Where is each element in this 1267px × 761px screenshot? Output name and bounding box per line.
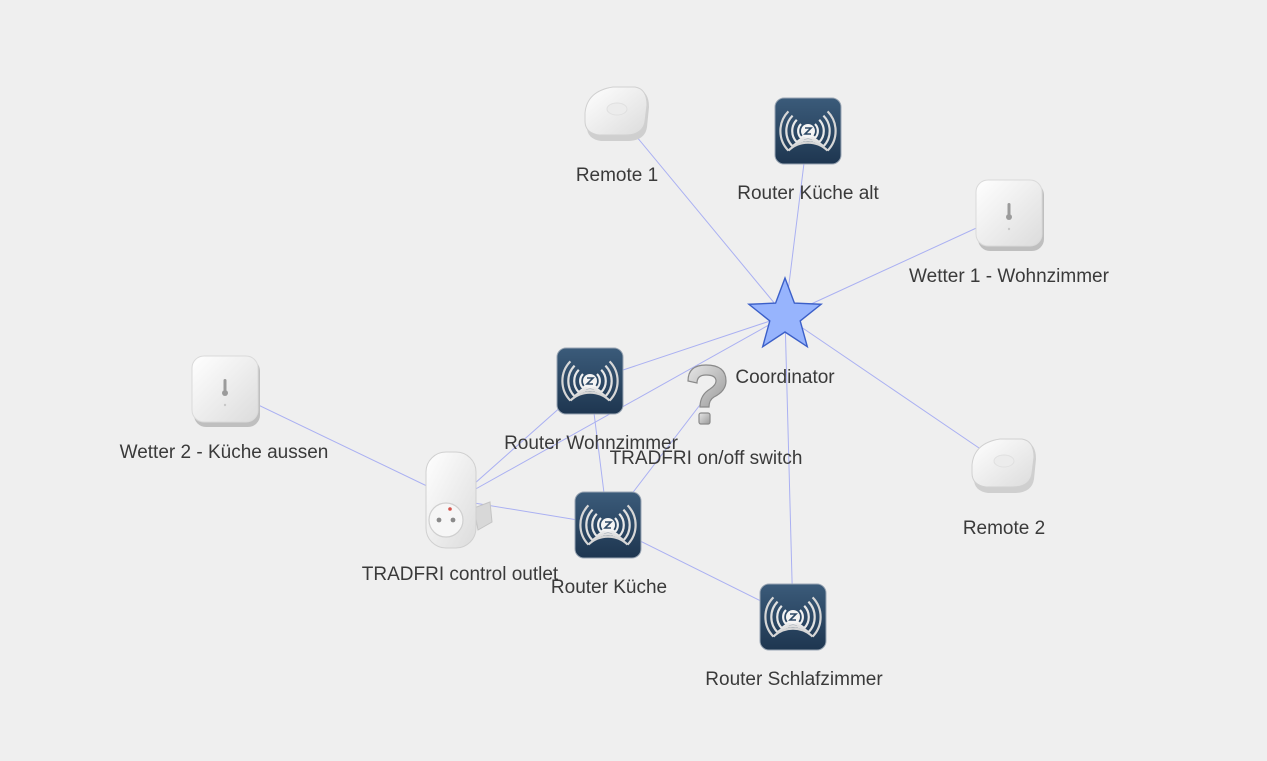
link-coordinator-router_schlafzimmer bbox=[784, 315, 794, 618]
zigbee-router-icon[interactable] bbox=[556, 347, 624, 415]
zigbee-router-icon[interactable] bbox=[759, 583, 827, 651]
node-label-wetter2: Wetter 2 - Küche aussen bbox=[120, 442, 329, 463]
unknown-device-icon[interactable] bbox=[687, 364, 727, 425]
node-label-coordinator: Coordinator bbox=[735, 367, 835, 388]
power-outlet-icon[interactable] bbox=[425, 451, 493, 549]
link-coordinator-wetter1 bbox=[784, 212, 1010, 317]
temperature-sensor-icon[interactable] bbox=[191, 355, 260, 427]
coordinator-star-icon[interactable] bbox=[746, 276, 824, 349]
node-label-router-kueche: Router Küche bbox=[551, 577, 667, 598]
node-label-tradfri-outlet: TRADFRI control outlet bbox=[362, 564, 559, 585]
temperature-sensor-icon[interactable] bbox=[975, 179, 1044, 251]
node-label-router-schlafzimmer: Router Schlafzimmer bbox=[705, 669, 883, 690]
zigbee-router-icon[interactable] bbox=[774, 97, 842, 165]
node-label-wetter1: Wetter 1 - Wohnzimmer bbox=[909, 266, 1110, 287]
remote-button-icon[interactable] bbox=[584, 86, 649, 141]
zigbee-router-icon[interactable] bbox=[574, 491, 642, 559]
node-label-remote2: Remote 2 bbox=[963, 518, 1045, 539]
node-label-router-wohnzimmer: Router Wohnzimmer bbox=[504, 433, 679, 454]
link-coordinator-remote2 bbox=[784, 315, 1005, 466]
node-label-router-kueche-alt: Router Küche alt bbox=[737, 183, 879, 204]
nodes-layer bbox=[191, 86, 1044, 651]
remote-button-icon[interactable] bbox=[971, 438, 1036, 493]
link-wetter2-tradfri_outlet bbox=[224, 388, 457, 501]
link-coordinator-remote1 bbox=[616, 112, 786, 317]
node-label-tradfri-switch: TRADFRI on/off switch bbox=[610, 448, 803, 469]
labels-layer: Coordinator Remote 1 Router Küche altWette… bbox=[120, 165, 1110, 690]
node-label-remote1: Remote 1 bbox=[576, 165, 658, 186]
